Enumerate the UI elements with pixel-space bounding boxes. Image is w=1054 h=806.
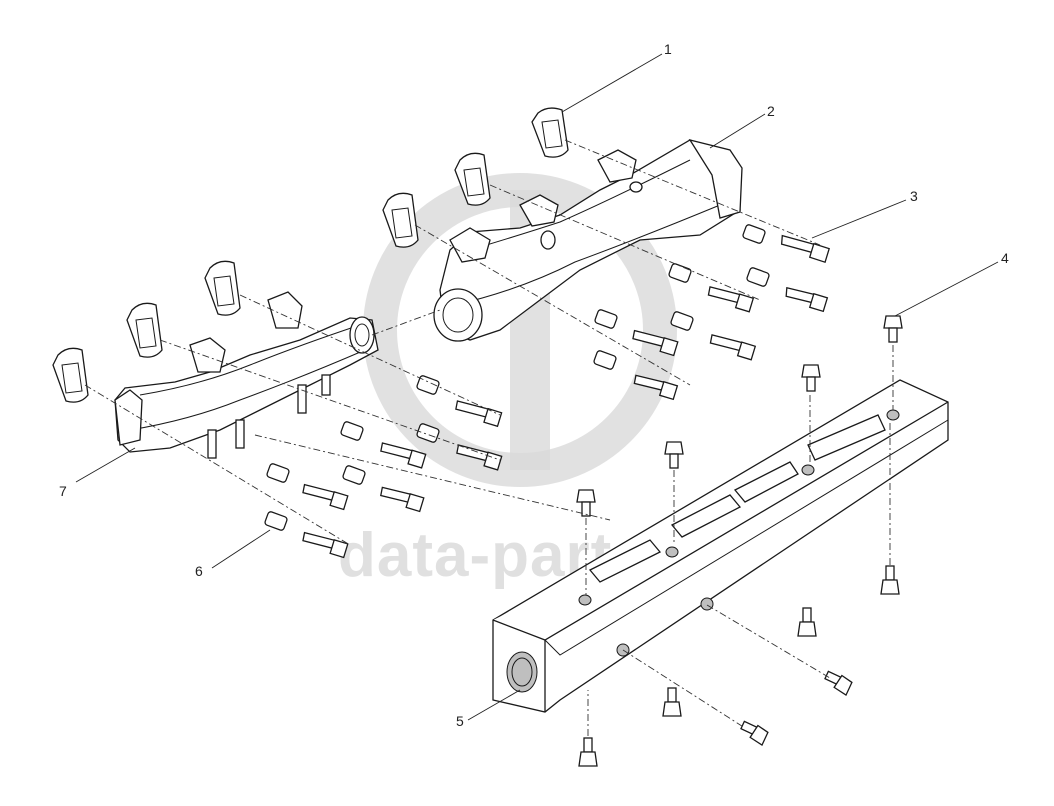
screw [576,489,596,517]
spacers [264,224,770,531]
heat-shield-screws [576,315,903,767]
spacer [416,375,440,395]
callout-leaders [75,53,999,721]
callout-label-4: 4 [1001,250,1009,266]
callout-label-5: 5 [456,713,464,729]
bolt [456,444,503,471]
gasket-rear-2 [454,152,491,206]
screw [797,607,817,637]
spacer [340,421,364,441]
spacer [342,465,366,485]
assembly-centerlines [84,139,894,736]
bolt [302,483,349,511]
leader-2 [709,113,766,149]
screw [578,737,598,767]
spacer [593,350,617,370]
leader-6 [211,529,271,569]
callout-label-2: 2 [767,103,775,119]
leader-5 [467,689,521,721]
screw [662,687,682,717]
gasket-front-3 [52,347,89,403]
callout-label-7: 7 [59,483,67,499]
spacer [746,267,770,287]
spacer [742,224,766,244]
spacer [266,463,290,483]
leader-1 [561,53,663,113]
spacer [594,309,618,329]
spacer [264,511,288,531]
bolt [633,374,679,401]
callout-label-3: 3 [910,188,918,204]
callout-label-1: 1 [664,41,672,57]
leader-4 [894,261,999,317]
bolt [709,334,757,361]
spacer [670,311,694,331]
gasket-rear-1 [531,107,569,158]
bolt [380,442,427,469]
gasket-front-2 [126,302,163,358]
screw [880,565,900,595]
screw [664,441,684,469]
screw [883,315,903,343]
bolt [455,400,503,428]
screw [824,670,853,697]
gasket-rear-3 [382,192,419,248]
exhaust-manifold-front [114,291,379,459]
manifold-bolts [302,234,830,559]
screw [740,720,769,747]
bolt [707,286,755,313]
bolt [380,486,425,513]
leader-3 [811,199,907,239]
gasket-front-1 [204,260,241,316]
bolt [632,329,679,357]
spacer [416,423,440,443]
bolt [302,531,349,559]
bolt [785,286,829,313]
heat-shield [492,379,949,713]
callout-label-6: 6 [195,563,203,579]
screw [801,364,821,392]
leader-7 [75,447,136,483]
bolt [780,234,830,264]
